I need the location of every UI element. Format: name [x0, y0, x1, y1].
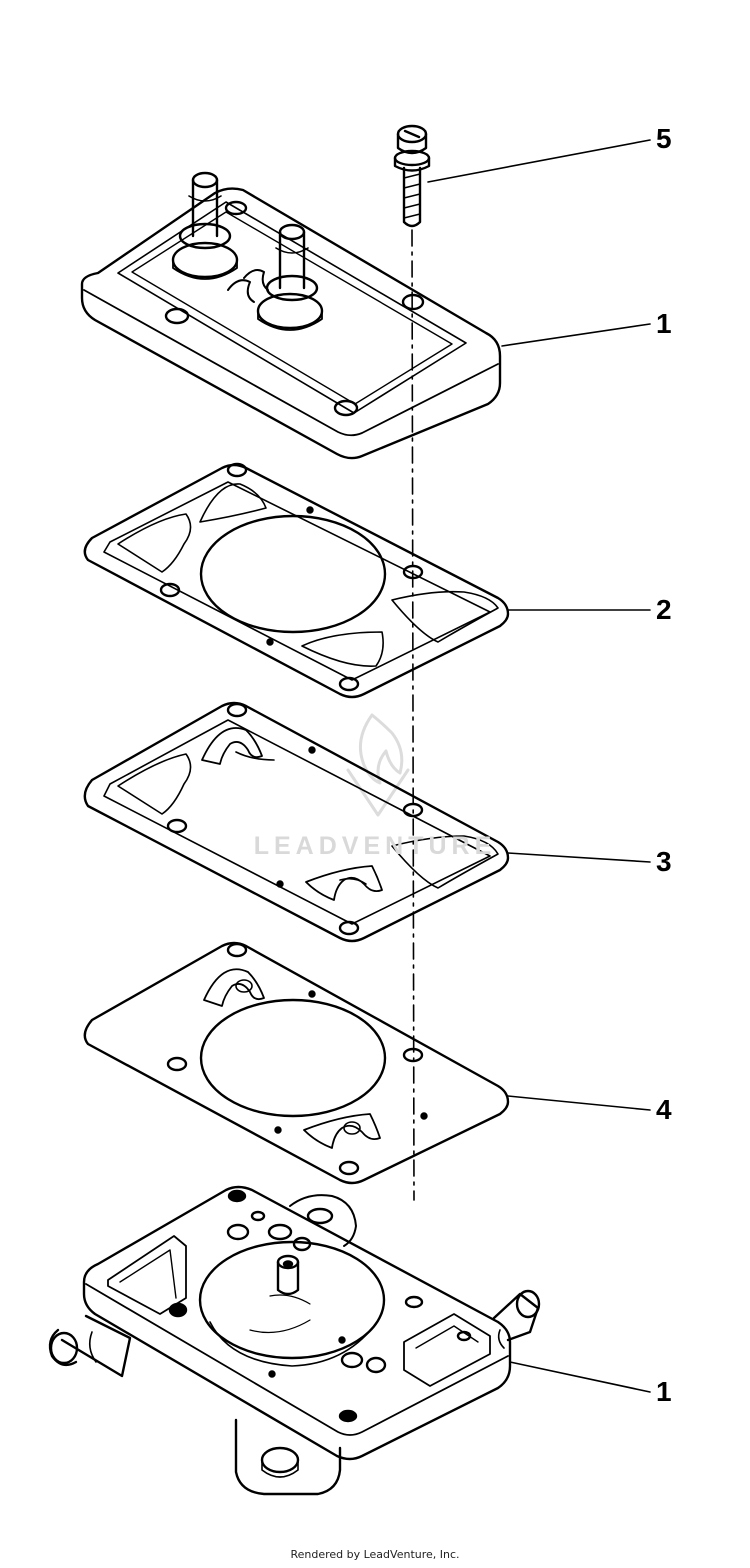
- footer-credit: Rendered by LeadVenture, Inc.: [290, 1548, 460, 1561]
- callout-4: 4: [656, 1094, 672, 1125]
- leader-1-bottom: [509, 1361, 651, 1393]
- callout-3: 3: [656, 846, 672, 877]
- watermark-text: LEADVENTURE: [253, 832, 497, 860]
- leader-5: [427, 139, 651, 183]
- leader-lines: [427, 139, 651, 1393]
- callout-5: 5: [656, 123, 672, 154]
- callout-1-bottom: 1: [656, 1376, 672, 1407]
- leader-4: [507, 1095, 651, 1111]
- diaphragm-part: [83, 941, 510, 1185]
- gasket-part: [83, 462, 510, 699]
- leader-3: [507, 852, 651, 863]
- callout-2: 2: [656, 594, 672, 625]
- leader-1-top: [501, 323, 651, 347]
- cover-part: [80, 171, 502, 460]
- screw-part: [393, 124, 431, 228]
- valve-plate-part: [83, 701, 510, 943]
- watermark-logo: [346, 713, 410, 817]
- callout-1-top: 1: [656, 308, 672, 339]
- body-part: [48, 1185, 541, 1496]
